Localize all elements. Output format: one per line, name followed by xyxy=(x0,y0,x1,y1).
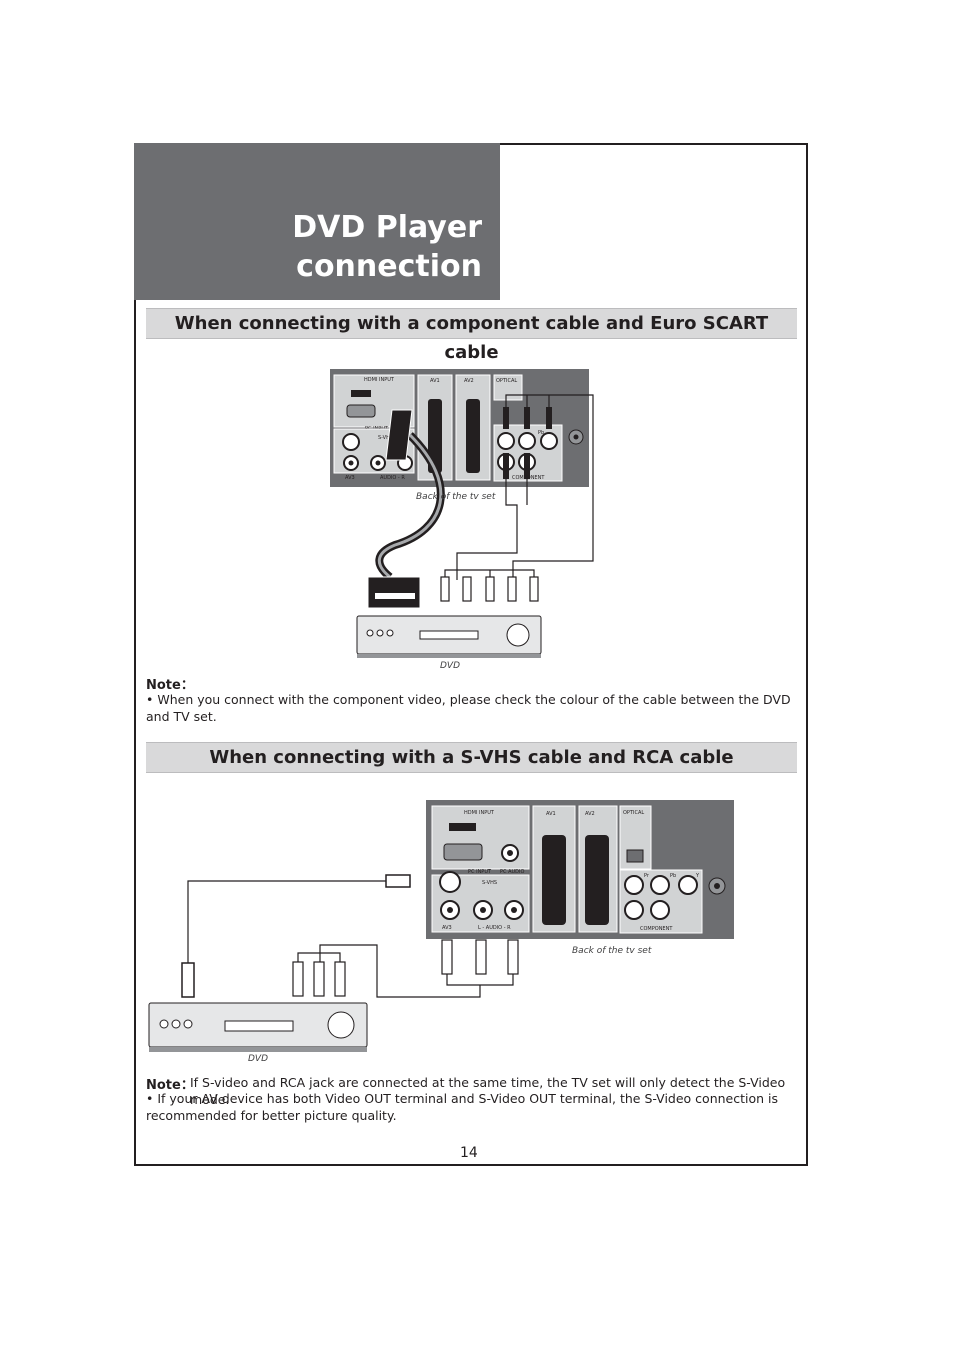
scart-plug-dvd xyxy=(367,576,421,609)
page-title: DVD Player connection xyxy=(292,210,482,284)
title-box: DVD Player connection xyxy=(134,143,500,300)
svg-text:COMPONENT: COMPONENT xyxy=(640,926,673,932)
rca-plug-tv-r xyxy=(507,939,519,975)
dvd-caption-1: DVD xyxy=(440,661,461,671)
svhs-jack-2 xyxy=(439,871,461,893)
svg-text:L - AUDIO - R: L - AUDIO - R xyxy=(478,925,511,931)
svg-text:Pb: Pb xyxy=(670,873,676,879)
svg-text:AV1: AV1 xyxy=(430,378,440,384)
note-bullet-2: • If your AV device has both Video OUT t… xyxy=(146,1091,779,1123)
rca-plug-dvd-2 xyxy=(313,961,325,997)
section2-heading: When connecting with a S-VHS cable and R… xyxy=(146,742,797,773)
hdmi-port xyxy=(351,390,371,397)
svg-text:Y: Y xyxy=(695,873,700,879)
hdmi-port-2 xyxy=(449,823,476,831)
av2-scart-port-2 xyxy=(585,835,609,925)
component-scart-diagram: HDMI INPUT PC INPUT S-VHS AV3 AUDIO - R … xyxy=(330,369,594,658)
page-number: 14 xyxy=(460,1145,478,1161)
svhs-plug-dvd xyxy=(181,962,195,998)
svg-text:Pb: Pb xyxy=(538,430,544,436)
note-heading-1: Note： xyxy=(146,678,194,693)
svg-text:AV2: AV2 xyxy=(585,811,595,817)
rca-plug-tv-l xyxy=(475,939,487,975)
svhs-jack xyxy=(342,433,360,451)
vga-port xyxy=(346,404,376,418)
note-inline-2: If S-video and RCA jack are connected at… xyxy=(190,1075,786,1107)
svg-text:S-VHS: S-VHS xyxy=(378,435,393,441)
svg-text:OPTICAL: OPTICAL xyxy=(623,810,644,816)
svg-text:AV2: AV2 xyxy=(464,378,474,384)
scart-plug-tv xyxy=(385,409,413,461)
svg-text:AV3: AV3 xyxy=(345,475,355,481)
rca-plug-tv-video xyxy=(441,939,453,975)
av1-scart-port-2 xyxy=(542,835,566,925)
svg-text:PC AUDIO: PC AUDIO xyxy=(500,869,525,875)
svg-text:AUDIO - R: AUDIO - R xyxy=(380,475,405,481)
svhs-rca-diagram: HDMI INPUT PC INPUT PC AUDIO S-VHS AV3 L… xyxy=(148,800,734,1052)
svg-text:HDMI INPUT: HDMI INPUT xyxy=(364,377,395,383)
av1-scart-port xyxy=(428,399,442,473)
svg-text:HDMI INPUT: HDMI INPUT xyxy=(464,810,495,816)
svg-text:PC INPUT: PC INPUT xyxy=(468,869,492,875)
tv-caption-2: Back of the tv set xyxy=(572,946,652,956)
dvd-caption-2: DVD xyxy=(248,1054,269,1064)
rca-plug-dvd-3 xyxy=(334,961,346,997)
svg-text:OPTICAL: OPTICAL xyxy=(496,378,517,384)
svg-text:Pr: Pr xyxy=(644,873,650,879)
svhs-plug-tv xyxy=(385,874,411,888)
svg-text:AV1: AV1 xyxy=(546,811,556,817)
tv-caption-1: Back of the tv set xyxy=(416,492,496,502)
av2-scart-port xyxy=(466,399,480,473)
note-heading-2: Note： xyxy=(146,1078,194,1093)
vga-port-2 xyxy=(443,843,483,861)
svg-text:S-VHS: S-VHS xyxy=(482,880,497,886)
rca-plug-dvd-1 xyxy=(292,961,304,997)
note-text-1: • When you connect with the component vi… xyxy=(146,692,791,724)
section1-heading: When connecting with a component cable a… xyxy=(146,308,797,363)
svg-text:AV3: AV3 xyxy=(442,925,452,931)
